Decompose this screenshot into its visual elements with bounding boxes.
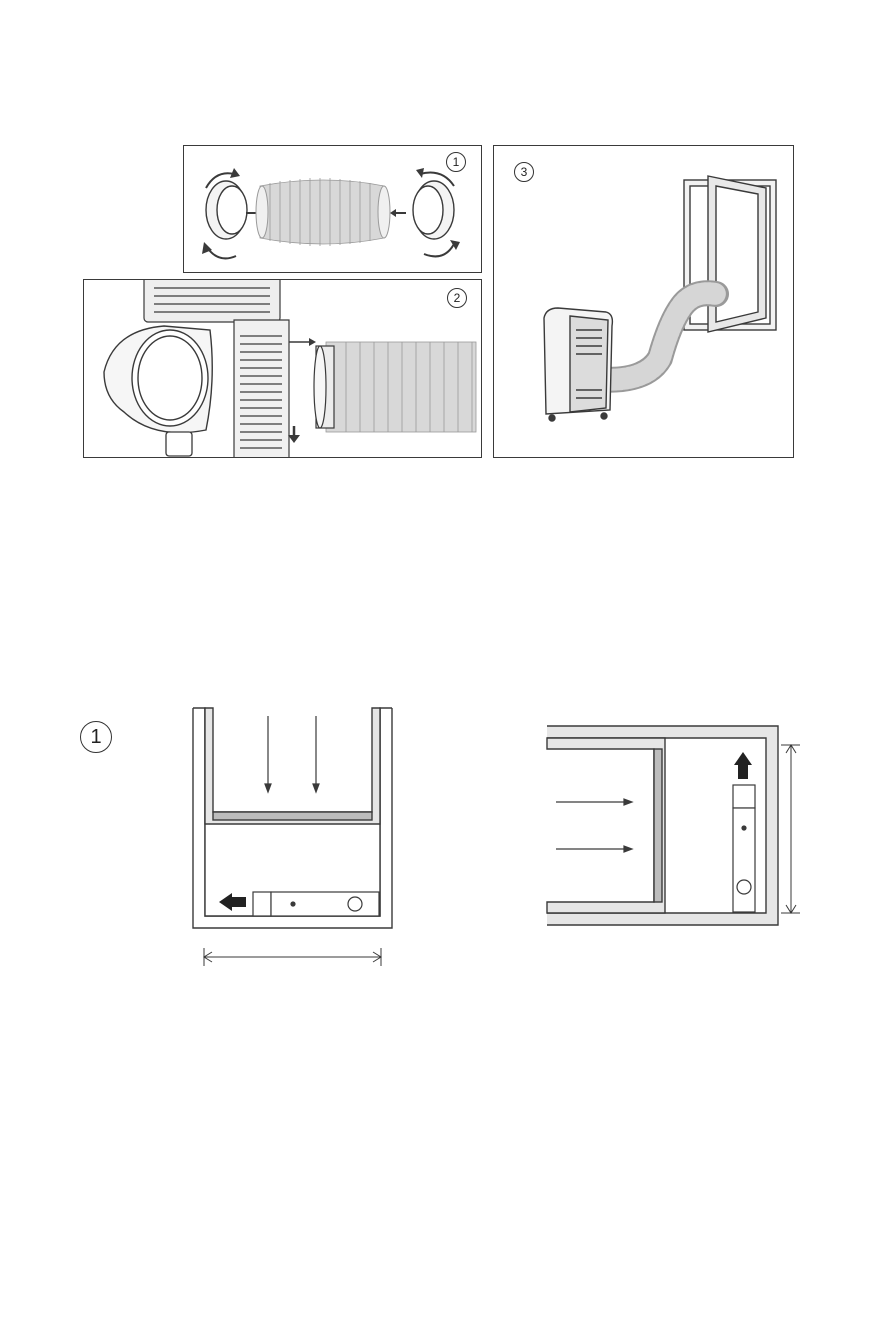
- step-number-badge: 1: [446, 152, 466, 172]
- unit-top-grille: [144, 280, 280, 322]
- slide-arrow-icon: [219, 893, 246, 911]
- panel-window-venting: 3: [493, 145, 794, 458]
- step-number-badge: 1: [80, 721, 112, 753]
- step-number-badge: 2: [447, 288, 467, 308]
- panel-attach-hose: 2: [83, 279, 482, 458]
- window-kit-slider: [253, 892, 379, 916]
- flexible-hose: [326, 342, 476, 432]
- vertical-window-frame: [193, 708, 392, 928]
- slide-arrow-icon: [734, 752, 752, 779]
- step-number-badge: 3: [514, 162, 534, 182]
- slide-arrow-icon: [556, 799, 632, 852]
- horizontal-window-frame: [547, 726, 778, 925]
- slide-arrow-icon: [265, 716, 319, 792]
- panel-hose-adapters: 1: [183, 145, 482, 273]
- window-kit-slider: [733, 785, 755, 912]
- hose-adapters-illustration: [184, 146, 482, 273]
- hose-connector: [314, 346, 334, 428]
- dimension-arrow-icon: [781, 745, 800, 913]
- dimension-arrow-icon: [204, 948, 381, 966]
- unit-rear-panel: [234, 320, 289, 458]
- window-sash: [708, 176, 766, 332]
- attach-hose-illustration: [84, 280, 482, 458]
- flexible-hose: [260, 178, 384, 246]
- rotate-arrow-icon: [206, 246, 236, 258]
- window-venting-illustration: [494, 146, 794, 458]
- portable-air-conditioner: [544, 308, 612, 421]
- left-adapter-ring: [206, 181, 247, 239]
- drain-outlet: [166, 432, 192, 456]
- rotate-arrow-icon: [424, 244, 454, 256]
- adapter-plate: [104, 326, 212, 433]
- right-adapter-ring: [413, 181, 454, 239]
